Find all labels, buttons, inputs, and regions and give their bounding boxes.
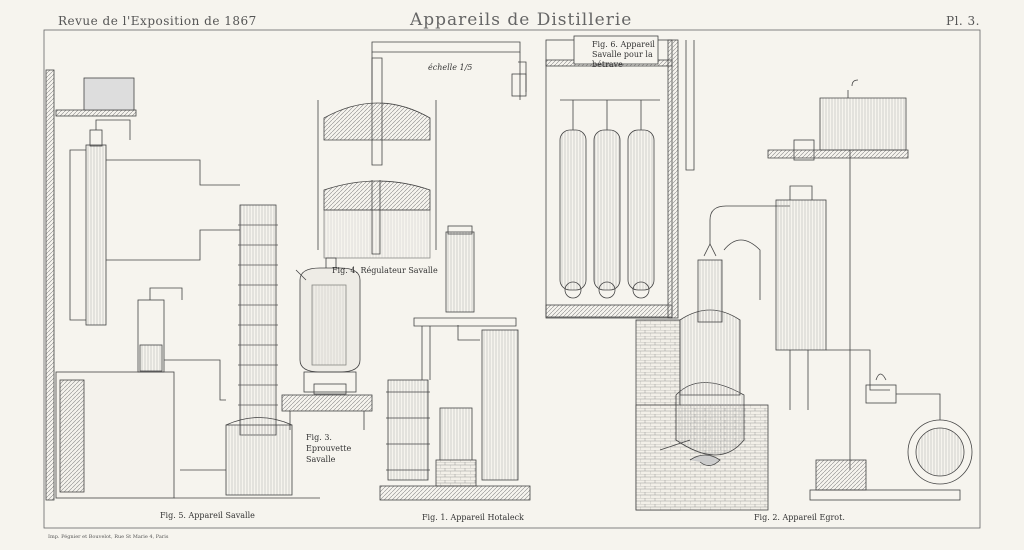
fig5-savalle-apparatus bbox=[45, 69, 320, 501]
fig4-caption: Fig. 4. Régulateur Savalle bbox=[332, 266, 438, 275]
scale-label: échelle 1/5 bbox=[428, 63, 473, 72]
fig6-caption: Fig. 6. Appareil Savalle pour la bétrave bbox=[592, 40, 655, 69]
fig1-hotaleck-apparatus bbox=[379, 225, 531, 501]
plate-title: Appareils de Distillerie bbox=[410, 10, 633, 30]
plate-number: Pl. 3. bbox=[946, 14, 980, 28]
printer-credit: Imp. Pégnier et Bouvelot, Rue St Marie 4… bbox=[48, 534, 169, 540]
fig4-regulateur bbox=[317, 41, 527, 259]
fig2-caption: Fig. 2. Appareil Egrot. bbox=[754, 513, 845, 522]
fig2-egrot-apparatus bbox=[635, 79, 973, 511]
fig5-caption: Fig. 5. Appareil Savalle bbox=[160, 511, 255, 520]
fig1-caption: Fig. 1. Appareil Hotaleck bbox=[422, 513, 524, 522]
fig6-betrave-apparatus bbox=[545, 35, 695, 319]
fig3-eprouvette bbox=[281, 257, 373, 430]
plate-border bbox=[43, 29, 981, 529]
journal-title: Revue de l'Exposition de 1867 bbox=[58, 14, 257, 28]
fig3-caption: Fig. 3. Eprouvette Savalle bbox=[306, 433, 352, 464]
